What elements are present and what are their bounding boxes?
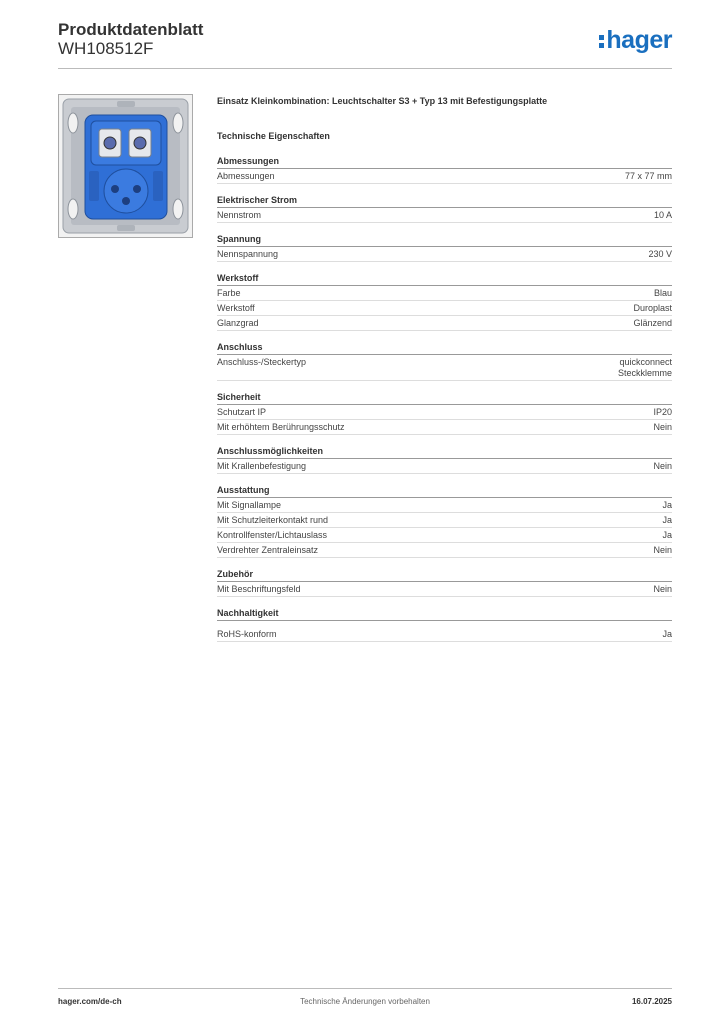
footer-divider xyxy=(58,988,672,989)
spec-row: Mit erhöhtem Berührungsschutz Nein xyxy=(217,420,672,435)
spec-label: Nennstrom xyxy=(217,210,262,220)
spec-group-anschluss: Anschluss Anschluss-/Steckertyp quickconn… xyxy=(217,341,672,381)
spec-row: Verdrehter Zentraleinsatz Nein xyxy=(217,543,672,558)
spec-group-title: Anschlussmöglichkeiten xyxy=(217,445,672,459)
spec-group-anschlussmoeglichkeiten: Anschlussmöglichkeiten Mit Krallenbefest… xyxy=(217,445,672,474)
spec-group-title: Spannung xyxy=(217,233,672,247)
spec-row: Nennstrom 10 A xyxy=(217,208,672,223)
spec-label: Abmessungen xyxy=(217,171,275,181)
spec-label: Schutzart IP xyxy=(217,407,267,417)
spec-label: Mit erhöhtem Berührungsschutz xyxy=(217,422,345,432)
spec-group-title: Werkstoff xyxy=(217,272,672,286)
spec-group-title: Sicherheit xyxy=(217,391,672,405)
spec-label: Verdrehter Zentraleinsatz xyxy=(217,545,319,555)
spec-row: Mit Schutzleiterkontakt rund Ja xyxy=(217,513,672,528)
spec-row: Farbe Blau xyxy=(217,286,672,301)
hager-logo: hager xyxy=(599,26,672,55)
spec-label: RoHS-konform xyxy=(217,629,277,639)
spec-row: Kontrollfenster/Lichtauslass Ja xyxy=(217,528,672,543)
spec-label: Glanzgrad xyxy=(217,318,259,328)
spec-value: Nein xyxy=(653,461,672,471)
spec-value: quickconnect Steckklemme xyxy=(617,357,672,378)
spec-value: Ja xyxy=(662,515,672,525)
footer-date: 16.07.2025 xyxy=(631,997,672,1006)
spec-label: Mit Signallampe xyxy=(217,500,282,510)
footer-note: Technische Änderungen vorbehalten xyxy=(300,997,430,1006)
spec-group-title: Ausstattung xyxy=(217,484,672,498)
product-name: Einsatz Kleinkombination: Leuchtschalter… xyxy=(217,96,548,106)
spec-group-zubehoer: Zubehör Mit Beschriftungsfeld Nein xyxy=(217,568,672,597)
spec-row: Mit Beschriftungsfeld Nein xyxy=(217,582,672,597)
document-title: Produktdatenblatt xyxy=(58,20,204,39)
spec-value: 77 x 77 mm xyxy=(624,171,672,181)
header-divider xyxy=(58,68,672,69)
spec-row: Nennspannung 230 V xyxy=(217,247,672,262)
spec-group-nachhaltigkeit: Nachhaltigkeit RoHS-konform Ja xyxy=(217,607,672,642)
spec-group-abmessungen: Abmessungen Abmessungen 77 x 77 mm xyxy=(217,155,672,184)
spec-group-title: Anschluss xyxy=(217,341,672,355)
spec-value: IP20 xyxy=(653,407,672,417)
spec-value: Nein xyxy=(653,584,672,594)
spec-row: Anschluss-/Steckertyp quickconnect Steckk… xyxy=(217,355,672,381)
page-header: Produktdatenblatt WH108512F hager xyxy=(58,20,672,70)
spec-group-title: Nachhaltigkeit xyxy=(217,607,672,621)
logo-dots-icon xyxy=(599,34,605,49)
spec-row: Werkstoff Duroplast xyxy=(217,301,672,316)
spec-value: Nein xyxy=(653,422,672,432)
spec-value: 230 V xyxy=(648,249,672,259)
spec-group-title: Elektrischer Strom xyxy=(217,194,672,208)
spec-label: Werkstoff xyxy=(217,303,255,313)
product-image xyxy=(58,94,193,238)
spec-row: RoHS-konform Ja xyxy=(217,627,672,642)
spec-row: Mit Signallampe Ja xyxy=(217,498,672,513)
spec-label: Mit Schutzleiterkontakt rund xyxy=(217,515,329,525)
section-title: Technische Eigenschaften xyxy=(217,131,330,141)
spec-value: Nein xyxy=(653,545,672,555)
spec-value: Blau xyxy=(653,288,672,298)
logo-text: hager xyxy=(606,26,672,54)
spec-label: Mit Beschriftungsfeld xyxy=(217,584,301,594)
spec-group-sicherheit: Sicherheit Schutzart IP IP20 Mit erhöhtem… xyxy=(217,391,672,435)
spec-group-elektrischer-strom: Elektrischer Strom Nennstrom 10 A xyxy=(217,194,672,223)
spec-value: 10 A xyxy=(653,210,672,220)
spec-label: Nennspannung xyxy=(217,249,279,259)
spec-value: Glänzend xyxy=(633,318,672,328)
spec-label: Anschluss-/Steckertyp xyxy=(217,357,307,367)
spec-value: Duroplast xyxy=(633,303,672,313)
spec-row: Schutzart IP IP20 xyxy=(217,405,672,420)
product-number: WH108512F xyxy=(58,39,154,58)
spec-value: Ja xyxy=(662,500,672,510)
spec-group-title: Zubehör xyxy=(217,568,672,582)
switch-insert-illustration xyxy=(62,98,189,234)
spec-content: Einsatz Kleinkombination: Leuchtschalter… xyxy=(217,96,672,642)
spec-row: Mit Krallenbefestigung Nein xyxy=(217,459,672,474)
spec-label: Farbe xyxy=(217,288,241,298)
footer-website-link[interactable]: hager.com/de-ch xyxy=(58,997,122,1006)
spec-value: Ja xyxy=(662,629,672,639)
spec-value: Ja xyxy=(662,530,672,540)
spec-group-title: Abmessungen xyxy=(217,155,672,169)
spec-row: Glanzgrad Glänzend xyxy=(217,316,672,331)
spec-group-spannung: Spannung Nennspannung 230 V xyxy=(217,233,672,262)
spec-label: Kontrollfenster/Lichtauslass xyxy=(217,530,328,540)
spec-row: Abmessungen 77 x 77 mm xyxy=(217,169,672,184)
spec-label: Mit Krallenbefestigung xyxy=(217,461,307,471)
